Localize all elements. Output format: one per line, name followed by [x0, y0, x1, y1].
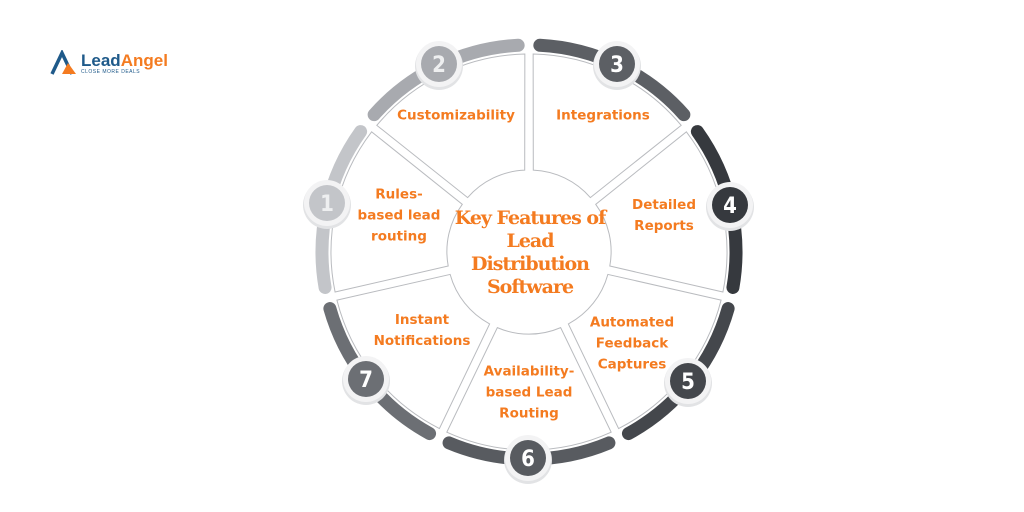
feature-label-6: Availability- based Lead Routing — [483, 363, 575, 422]
feature-label-1: Rules- based lead routing — [357, 186, 441, 245]
badge-number-3: 3 — [610, 53, 624, 78]
badge-3 — [599, 46, 635, 82]
badge-number-7: 7 — [359, 368, 373, 393]
leadangel-logo: LeadAngel CLOSE MORE DEALS — [50, 50, 168, 76]
feature-label-7: Instant Notifications — [373, 312, 471, 349]
feature-panel-6 — [446, 326, 612, 451]
logo-text-angel: Angel — [120, 50, 168, 70]
feature-label-4: Detailed Reports — [632, 197, 696, 234]
badge-6 — [510, 440, 546, 476]
badge-5 — [670, 363, 706, 399]
feature-panel-7 — [336, 273, 491, 430]
feature-panel-2 — [376, 53, 526, 199]
badge-1 — [309, 185, 345, 221]
feature-panel-5 — [567, 273, 722, 430]
badge-2 — [421, 46, 457, 82]
logo-tagline: CLOSE MORE DEALS — [81, 68, 141, 75]
badge-number-2: 2 — [432, 53, 446, 78]
badge-number-5: 5 — [681, 370, 695, 395]
center-title: Key Features of Lead Distribution Softwa… — [454, 207, 607, 298]
feature-label-5: Automated Feedback Captures — [589, 314, 675, 373]
feature-label-2: Customizability — [397, 107, 515, 124]
badge-number-1: 1 — [320, 192, 334, 217]
feature-label-3: Integrations — [556, 107, 650, 124]
badge-7 — [348, 361, 384, 397]
logo-text-lead: Lead — [81, 50, 121, 70]
logo-triangle-icon — [50, 50, 76, 75]
badge-number-6: 6 — [521, 447, 535, 472]
feature-panel-3 — [532, 53, 682, 199]
feature-panel-4 — [595, 131, 728, 293]
feature-panel-1 — [330, 131, 463, 293]
badge-4 — [712, 187, 748, 223]
badge-number-4: 4 — [723, 194, 737, 219]
